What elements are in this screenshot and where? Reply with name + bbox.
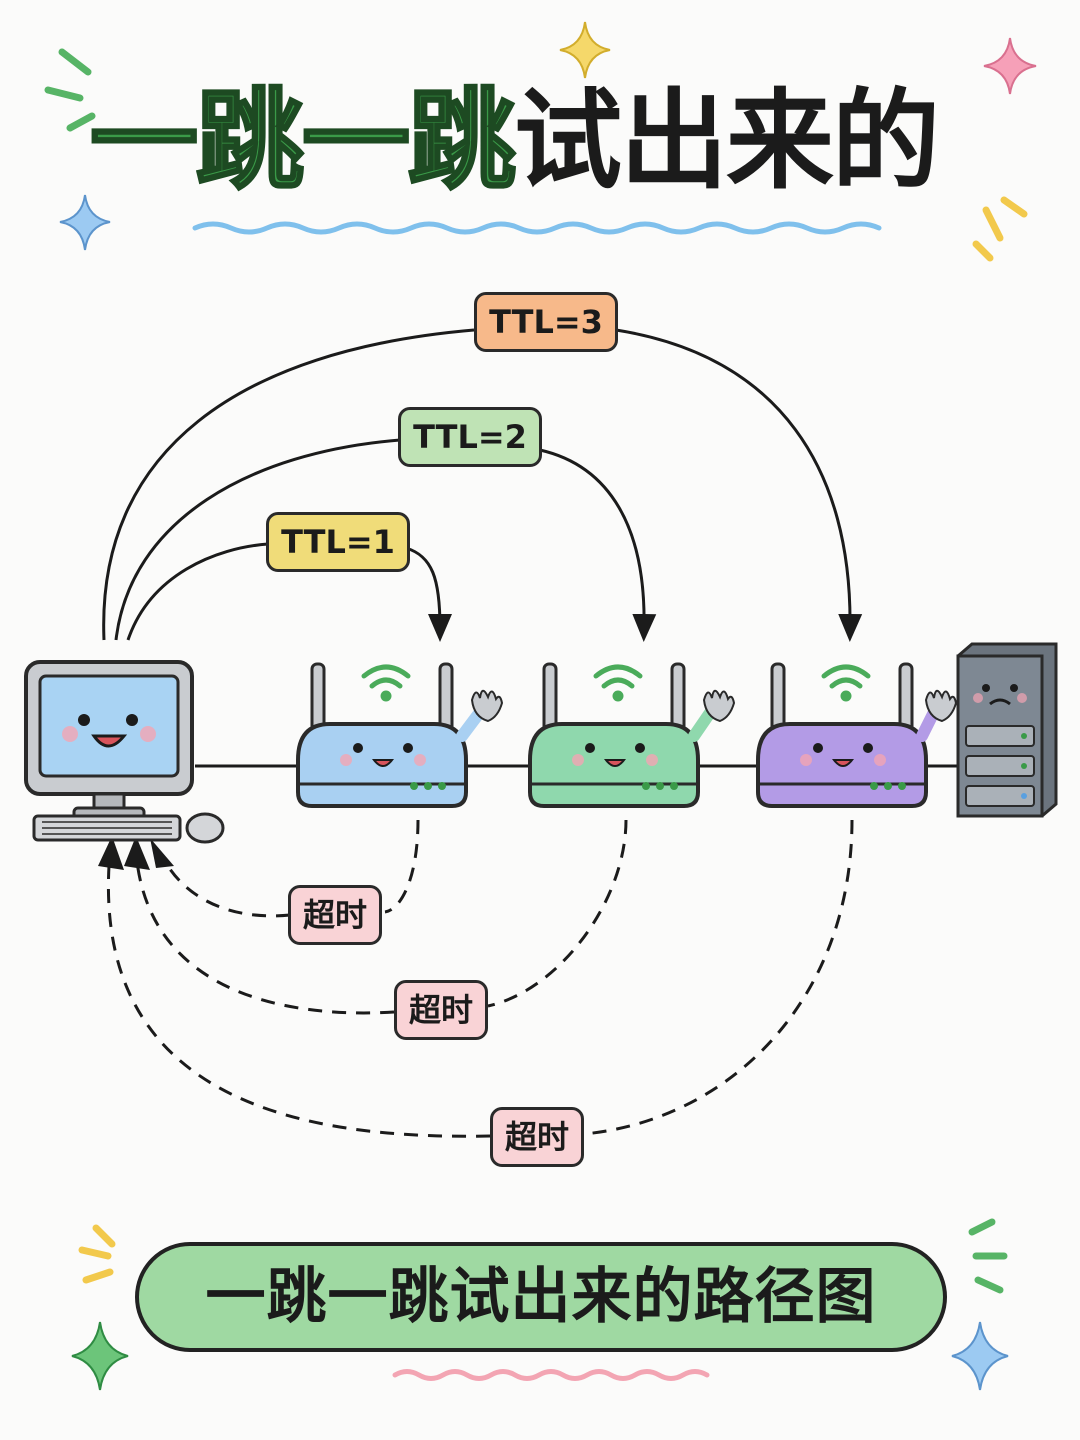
timeout2-return-arrow	[487, 819, 628, 1008]
router-icon	[528, 662, 736, 808]
ttl1-probe-arrow-head	[405, 546, 452, 642]
ttl3-probe-arrow-head	[615, 328, 863, 642]
sparkle-icon	[983, 37, 1037, 95]
burst-lines	[44, 48, 1028, 1294]
title-underline	[192, 221, 882, 235]
timeout1-return-arrow-tail	[158, 851, 291, 918]
ttl3-probe-arrow	[102, 328, 475, 641]
bottom-banner: 一跳一跳试出来的路径图	[135, 1242, 947, 1352]
ttl3-label: TTL=3	[474, 292, 618, 352]
sparkle-icon	[71, 1321, 129, 1391]
page-title: 一跳一跳试出来的	[88, 72, 990, 212]
timeout1-label: 超时	[288, 885, 382, 945]
ttl2-probe-arrow-head	[539, 448, 657, 642]
wifi-icon	[821, 664, 871, 702]
banner-underline	[392, 1369, 710, 1381]
computer-icon	[24, 660, 225, 844]
timeout-arrowheads	[98, 836, 174, 870]
ttl1-label: TTL=1	[266, 512, 410, 572]
wifi-icon	[593, 664, 643, 702]
router-icon	[296, 662, 504, 808]
sparkle-icon	[559, 21, 611, 79]
title-green-part: 一跳一跳	[88, 78, 517, 206]
timeout3-return-arrow-tail	[106, 851, 491, 1138]
sparkle-icon	[59, 194, 111, 251]
timeout3-return-arrow	[583, 819, 854, 1136]
ttl2-probe-arrow	[114, 438, 401, 641]
ttl1-probe-arrow	[126, 542, 269, 641]
sparkle-icon	[951, 1321, 1009, 1391]
ttl2-label: TTL=2	[398, 407, 542, 467]
timeout1-return-arrow	[384, 819, 420, 914]
router-icon	[756, 662, 958, 808]
server-icon	[956, 642, 1058, 818]
wifi-icon	[361, 664, 411, 702]
title-dark-part: 试出来的	[514, 79, 940, 204]
timeout3-label: 超时	[490, 1107, 584, 1167]
timeout2-label: 超时	[394, 980, 488, 1040]
